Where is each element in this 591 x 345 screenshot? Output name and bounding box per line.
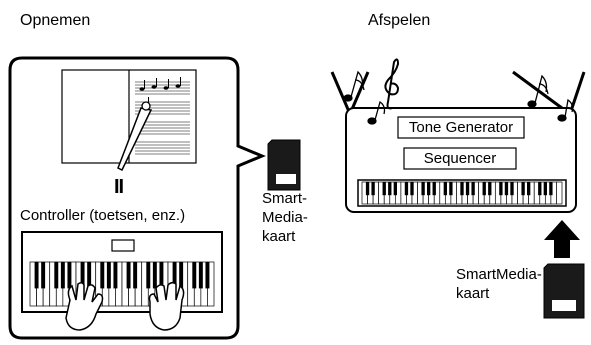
black-key [404,182,409,196]
black-key [106,262,111,289]
playback-card-label: SmartMedia- kaart [456,265,542,303]
keyboard-icon [21,231,223,313]
recording-card-line-1: Smart- [262,190,307,207]
black-key [388,182,392,196]
black-key [504,182,509,196]
recording-card-line-2: Media- [262,209,308,226]
black-key [192,262,197,289]
white-key [556,181,563,205]
instrument-body [345,107,577,213]
black-key [488,182,492,196]
smartmedia-card-icon [543,263,585,319]
black-key [393,182,397,196]
pen-icon [117,101,153,172]
left-speaker [330,71,370,115]
black-key [382,182,386,196]
playback-card-line-2: kaart [456,285,490,302]
black-key [67,262,72,289]
black-key [421,182,425,196]
black-key [482,182,486,196]
black-key [54,262,59,289]
black-key [410,182,414,196]
black-key [460,182,464,196]
black-key [179,262,184,289]
tone-generator-label: Tone Generator [408,119,514,136]
black-key [449,182,453,196]
black-key [432,182,436,196]
black-key [443,182,447,196]
black-key [205,262,210,289]
black-key [100,262,105,289]
playback-card-line-1: SmartMedia- [456,266,542,283]
black-key [60,262,65,289]
black-key [521,182,525,196]
black-key [113,262,118,289]
recording-card-line-3: kaart [262,228,296,245]
controller-label: Controller (toetsen, enz.) [20,207,186,224]
recording-card-label: Smart- Media- kaart [262,189,308,246]
black-key [427,182,431,196]
black-key [34,262,39,289]
hands-icon [65,281,185,331]
black-key [371,182,375,196]
equals-symbol: II [114,176,124,198]
black-key [159,262,164,289]
sequencer-box [403,147,517,170]
black-key [198,262,203,289]
up-arrow-icon [544,220,580,258]
black-key [549,182,553,196]
black-key [538,182,542,196]
black-key [499,182,503,196]
black-key [471,182,475,196]
black-key [365,182,370,196]
music-notes-icon [343,70,574,125]
playback-heading: Afspelen [368,12,431,29]
black-key [126,262,131,289]
recording-heading: Opnemen [20,12,91,29]
black-key [527,182,531,196]
smartmedia-card-icon [267,139,301,191]
black-key [172,262,177,289]
tone-generator-box [397,116,525,139]
treble-clef-icon [384,58,400,110]
black-key [510,182,514,196]
black-key [146,262,151,289]
black-key [80,262,85,289]
black-key [133,262,138,289]
sequencer-label: Sequencer [423,150,497,167]
black-key [87,262,92,289]
black-key [152,262,157,289]
black-key [543,182,547,196]
black-key [465,182,470,196]
black-key [41,262,46,289]
